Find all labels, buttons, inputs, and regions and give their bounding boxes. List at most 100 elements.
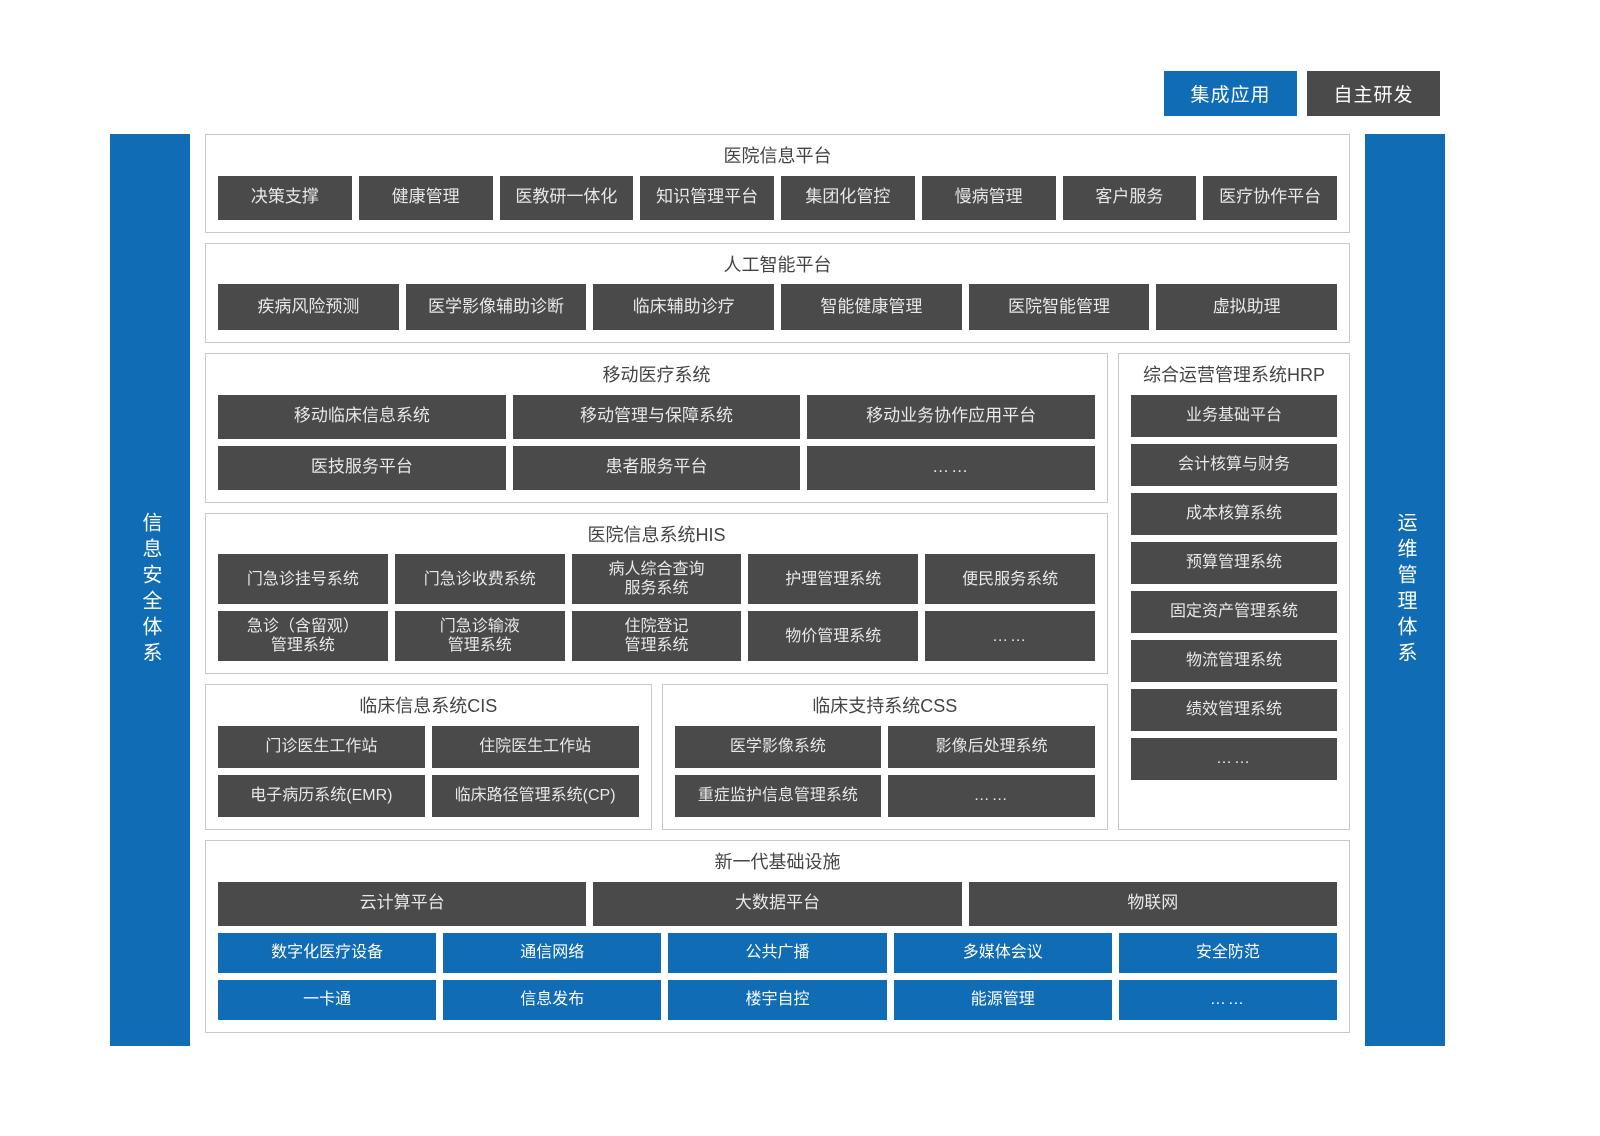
ai-item[interactable]: 医院智能管理: [968, 284, 1150, 331]
his-item[interactable]: 病人综合查询 服务系统: [571, 554, 742, 605]
infra-platform-row: 云计算平台 大数据平台 物联网: [218, 881, 1337, 926]
hrp-item[interactable]: 物流管理系统: [1131, 639, 1337, 682]
ai-item[interactable]: 疾病风险预测: [218, 284, 399, 331]
infra-platform-item[interactable]: 云计算平台: [218, 881, 587, 926]
section-his: 医院信息系统HIS 门急诊挂号系统 门急诊收费系统 病人综合查询 服务系统 护理…: [205, 512, 1108, 675]
his-item[interactable]: 门急诊收费系统: [394, 554, 565, 605]
legend-integrated-label: 集成应用: [1190, 85, 1271, 106]
mobile-item[interactable]: 移动管理与保障系统: [512, 394, 801, 439]
platform-items-row: 决策支撑 健康管理 医教研一体化 知识管理平台 集团化管控 慢病管理 客户服务 …: [218, 175, 1337, 220]
infra-item[interactable]: 通信网络: [443, 932, 662, 973]
section-title: 医院信息系统HIS: [587, 524, 726, 545]
infra-item[interactable]: 多媒体会议: [893, 932, 1112, 973]
cis-item[interactable]: 门诊医生工作站: [218, 725, 425, 768]
infra-item-more[interactable]: ……: [1118, 979, 1338, 1020]
ai-item[interactable]: 临床辅助诊疗: [593, 284, 775, 331]
diagram-frame: 信息安全体系 医院信息平台 决策支撑 健康管理 医教研一体化 知识管理平台 集团…: [110, 134, 1445, 1046]
mobile-item[interactable]: 移动临床信息系统: [218, 394, 506, 439]
css-row-1: 医学影像系统 影像后处理系统: [674, 725, 1095, 768]
section-infrastructure: 新一代基础设施 云计算平台 大数据平台 物联网 数字化医疗设备 通信网络 公共广…: [205, 839, 1350, 1033]
his-item[interactable]: 门急诊挂号系统: [218, 554, 388, 605]
center-column: 医院信息平台 决策支撑 健康管理 医教研一体化 知识管理平台 集团化管控 慢病管…: [190, 134, 1365, 1046]
middle-left-stack: 移动医疗系统 移动临床信息系统 移动管理与保障系统 移动业务协作应用平台 医技服…: [205, 353, 1108, 830]
mobile-row-1: 移动临床信息系统 移动管理与保障系统 移动业务协作应用平台: [218, 394, 1096, 439]
infra-item[interactable]: 安全防范: [1118, 932, 1338, 973]
mobile-item[interactable]: 移动业务协作应用平台: [807, 394, 1096, 439]
platform-item[interactable]: 客户服务: [1062, 175, 1197, 220]
infra-item[interactable]: 数字化医疗设备: [218, 932, 437, 973]
platform-item[interactable]: 知识管理平台: [640, 175, 774, 220]
platform-item[interactable]: 慢病管理: [921, 175, 1056, 220]
infra-item[interactable]: 信息发布: [443, 979, 662, 1020]
left-band-information-security: 信息安全体系: [110, 134, 190, 1046]
infra-platform-item[interactable]: 物联网: [968, 881, 1337, 926]
his-item[interactable]: 门急诊输液 管理系统: [394, 611, 565, 662]
hrp-item[interactable]: 业务基础平台: [1131, 394, 1337, 437]
middle-split: 移动医疗系统 移动临床信息系统 移动管理与保障系统 移动业务协作应用平台 医技服…: [205, 353, 1350, 830]
right-band-label: 运维管理体系: [1394, 512, 1416, 668]
css-item-more[interactable]: ……: [888, 774, 1095, 817]
platform-item[interactable]: 健康管理: [358, 175, 493, 220]
platform-item[interactable]: 医教研一体化: [499, 175, 634, 220]
css-item[interactable]: 影像后处理系统: [888, 725, 1095, 768]
cis-item[interactable]: 住院医生工作站: [431, 725, 639, 768]
hrp-item[interactable]: 固定资产管理系统: [1131, 590, 1337, 633]
ai-item[interactable]: 智能健康管理: [781, 284, 962, 331]
hrp-item-more[interactable]: ……: [1131, 737, 1337, 780]
mobile-item[interactable]: 患者服务平台: [512, 445, 801, 490]
mobile-item[interactable]: 医技服务平台: [218, 445, 506, 490]
infra-item[interactable]: 能源管理: [893, 979, 1112, 1020]
section-hrp: 综合运营管理系统HRP 业务基础平台 会计核算与财务 成本核算系统 预算管理系统…: [1118, 353, 1350, 830]
section-mobile-medical: 移动医疗系统 移动临床信息系统 移动管理与保障系统 移动业务协作应用平台 医技服…: [205, 353, 1108, 503]
section-css: 临床支持系统CSS 医学影像系统 影像后处理系统 重症监护信息管理系统 ……: [661, 684, 1108, 830]
platform-item[interactable]: 医疗协作平台: [1203, 175, 1337, 220]
legend: 集成应用 自主研发: [1164, 71, 1440, 116]
section-title: 临床支持系统CSS: [812, 696, 958, 717]
cis-item[interactable]: 临床路径管理系统(CP): [431, 774, 639, 817]
left-band-label: 信息安全体系: [139, 512, 161, 668]
section-title: 综合运营管理系统HRP: [1142, 365, 1325, 386]
legend-integrated-app: 集成应用: [1164, 71, 1297, 116]
platform-item[interactable]: 决策支撑: [218, 175, 352, 220]
his-item[interactable]: 便民服务系统: [925, 554, 1095, 605]
his-row-1: 门急诊挂号系统 门急诊收费系统 病人综合查询 服务系统 护理管理系统 便民服务系…: [218, 554, 1095, 605]
infra-item[interactable]: 公共广播: [668, 932, 887, 973]
his-row-2: 急诊（含留观） 管理系统 门急诊输液 管理系统 住院登记 管理系统 物价管理系统…: [218, 611, 1095, 662]
legend-inhouse-label: 自主研发: [1333, 85, 1414, 106]
infra-item[interactable]: 一卡通: [218, 979, 437, 1020]
his-item-more[interactable]: ……: [925, 611, 1095, 662]
css-item[interactable]: 重症监护信息管理系统: [674, 774, 882, 817]
cis-css-group: 临床信息系统CIS 门诊医生工作站 住院医生工作站 电子病历系统(EMR) 临床…: [205, 684, 1108, 830]
middle-right-hrp: 综合运营管理系统HRP 业务基础平台 会计核算与财务 成本核算系统 预算管理系统…: [1118, 353, 1350, 830]
his-item[interactable]: 物价管理系统: [748, 611, 919, 662]
section-title: 临床信息系统CIS: [359, 696, 498, 717]
right-band-ops-management: 运维管理体系: [1365, 134, 1445, 1046]
infra-row-1: 数字化医疗设备 通信网络 公共广播 多媒体会议 安全防范: [218, 932, 1338, 973]
infra-row-2: 一卡通 信息发布 楼宇自控 能源管理 ……: [218, 979, 1338, 1020]
section-title: 医院信息平台: [723, 146, 832, 166]
mobile-row-2: 医技服务平台 患者服务平台 ……: [218, 445, 1096, 490]
section-cis: 临床信息系统CIS 门诊医生工作站 住院医生工作站 电子病历系统(EMR) 临床…: [205, 684, 652, 830]
css-item[interactable]: 医学影像系统: [674, 725, 882, 768]
mobile-item-more[interactable]: ……: [807, 445, 1096, 490]
hrp-items: 业务基础平台 会计核算与财务 成本核算系统 预算管理系统 固定资产管理系统 物流…: [1131, 394, 1337, 817]
ai-item[interactable]: 医学影像辅助诊断: [405, 284, 587, 331]
infra-platform-item[interactable]: 大数据平台: [593, 881, 962, 926]
css-row-2: 重症监护信息管理系统 ……: [674, 774, 1095, 817]
cis-item[interactable]: 电子病历系统(EMR): [218, 774, 425, 817]
cis-row-2: 电子病历系统(EMR) 临床路径管理系统(CP): [218, 774, 639, 817]
legend-inhouse-dev: 自主研发: [1307, 71, 1440, 116]
his-item[interactable]: 急诊（含留观） 管理系统: [218, 611, 388, 662]
his-item[interactable]: 住院登记 管理系统: [571, 611, 742, 662]
section-title: 新一代基础设施: [714, 851, 841, 872]
his-item[interactable]: 护理管理系统: [748, 554, 919, 605]
cis-row-1: 门诊医生工作站 住院医生工作站: [218, 725, 639, 768]
hrp-item[interactable]: 绩效管理系统: [1131, 688, 1337, 731]
hrp-item[interactable]: 成本核算系统: [1131, 492, 1337, 535]
infra-item[interactable]: 楼宇自控: [668, 979, 887, 1020]
ai-item[interactable]: 虚拟助理: [1156, 284, 1338, 331]
hrp-item[interactable]: 会计核算与财务: [1131, 443, 1337, 486]
hrp-item[interactable]: 预算管理系统: [1131, 541, 1337, 584]
platform-item[interactable]: 集团化管控: [781, 175, 915, 220]
